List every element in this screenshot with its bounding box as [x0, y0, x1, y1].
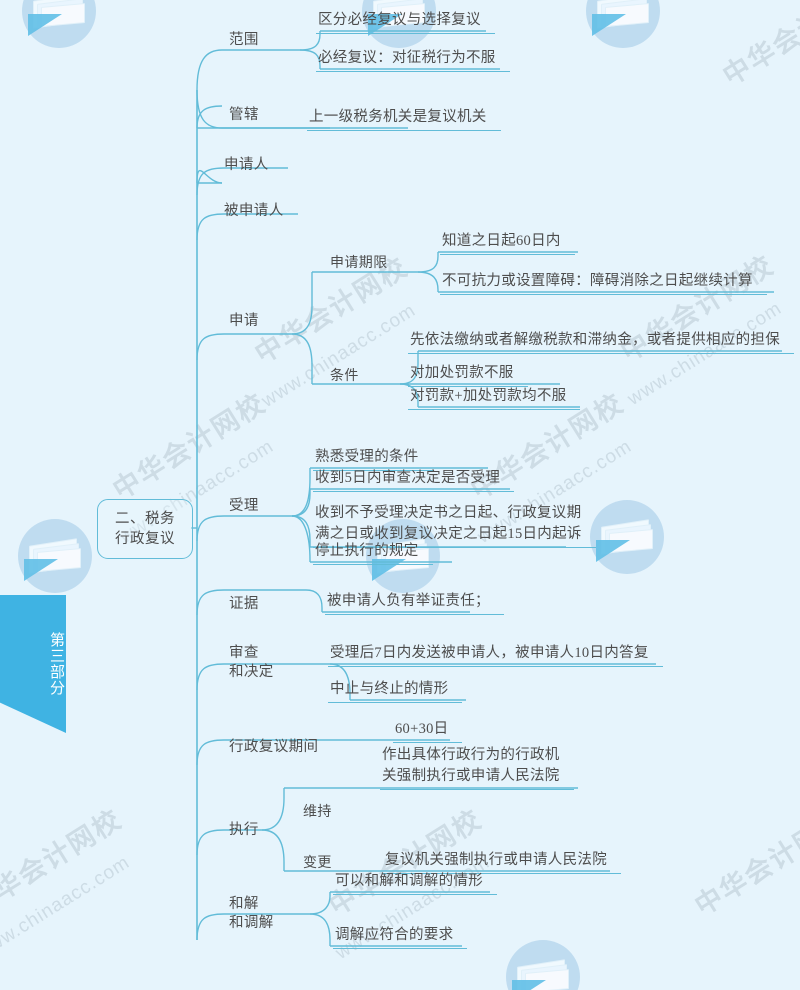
leaf-zhengju-1[interactable]: 被申请人负有举证责任； — [325, 591, 504, 615]
subbranch-label-shenqingqixian[interactable]: 申请期限 — [330, 256, 388, 271]
leaf-tiaojian-2[interactable]: 对加处罚款不服 — [408, 363, 528, 387]
leaf-qixian-1[interactable]: 知道之日起60日内 — [440, 231, 575, 255]
branch-label-zhixing[interactable]: 执行 — [229, 822, 259, 838]
leaf-tiaojian-3[interactable]: 对罚款+加处罚款均不服 — [408, 386, 581, 410]
subbranch-label-tiaojian[interactable]: 条件 — [330, 369, 359, 384]
leaf-weichi-1[interactable]: 作出具体行政行为的行政机 关强制执行或申请人民法院 — [380, 745, 574, 790]
root-node-label: 二、税务 行政复议 — [115, 511, 175, 547]
branch-label-fanwei[interactable]: 范围 — [229, 32, 259, 48]
branch-label-shenqingren[interactable]: 申请人 — [224, 157, 269, 173]
root-node[interactable]: 二、税务 行政复议 — [97, 499, 193, 559]
leaf-guanxia-1[interactable]: 上一级税务机关是复议机关 — [307, 107, 501, 131]
section-ribbon-label: 第三部分 — [48, 632, 65, 696]
branch-label-guanxia[interactable]: 管辖 — [229, 107, 259, 123]
subbranch-label-biangeng[interactable]: 变更 — [303, 856, 332, 871]
leaf-tiaojian-1[interactable]: 先依法缴纳或者解缴税款和滞纳金，或者提供相应的担保 — [408, 330, 794, 354]
leaf-fanwei-1[interactable]: 区分必经复议与选择复议 — [316, 10, 495, 34]
branch-label-zhengju[interactable]: 证据 — [229, 596, 259, 612]
branch-label-shenqing[interactable]: 申请 — [229, 313, 259, 329]
leaf-shencha-2[interactable]: 中止与终止的情形 — [328, 679, 463, 703]
branch-label-hejie[interactable]: 和解 和调解 — [229, 896, 274, 931]
leaf-hejie-1[interactable]: 可以和解和调解的情形 — [333, 871, 497, 895]
leaf-shouli-4[interactable]: 停止执行的规定 — [313, 541, 433, 565]
leaf-fanwei-2[interactable]: 必经复议：对征税行为不服 — [316, 48, 510, 72]
branch-label-shencha[interactable]: 审查 和决定 — [229, 645, 274, 680]
subbranch-label-weichi[interactable]: 维持 — [303, 805, 332, 820]
leaf-shencha-1[interactable]: 受理后7日内发送被申请人，被申请人10日内答复 — [328, 643, 663, 667]
branch-label-qijian[interactable]: 行政复议期间 — [229, 739, 319, 755]
leaf-shouli-1[interactable]: 熟悉受理的条件 — [313, 447, 433, 471]
leaf-qijian-1[interactable]: 60+30日 — [393, 719, 463, 743]
leaf-shouli-2[interactable]: 收到5日内审查决定是否受理 — [313, 468, 515, 492]
leaf-qixian-2[interactable]: 不可抗力或设置障碍：障碍消除之日起继续计算 — [440, 271, 767, 295]
branch-label-beishenqingren[interactable]: 被申请人 — [224, 203, 284, 219]
leaf-hejie-2[interactable]: 调解应符合的要求 — [333, 925, 468, 949]
branch-label-shouli[interactable]: 受理 — [229, 498, 259, 514]
leaf-biangeng-1[interactable]: 复议机关强制执行或申请人民法院 — [383, 850, 621, 874]
